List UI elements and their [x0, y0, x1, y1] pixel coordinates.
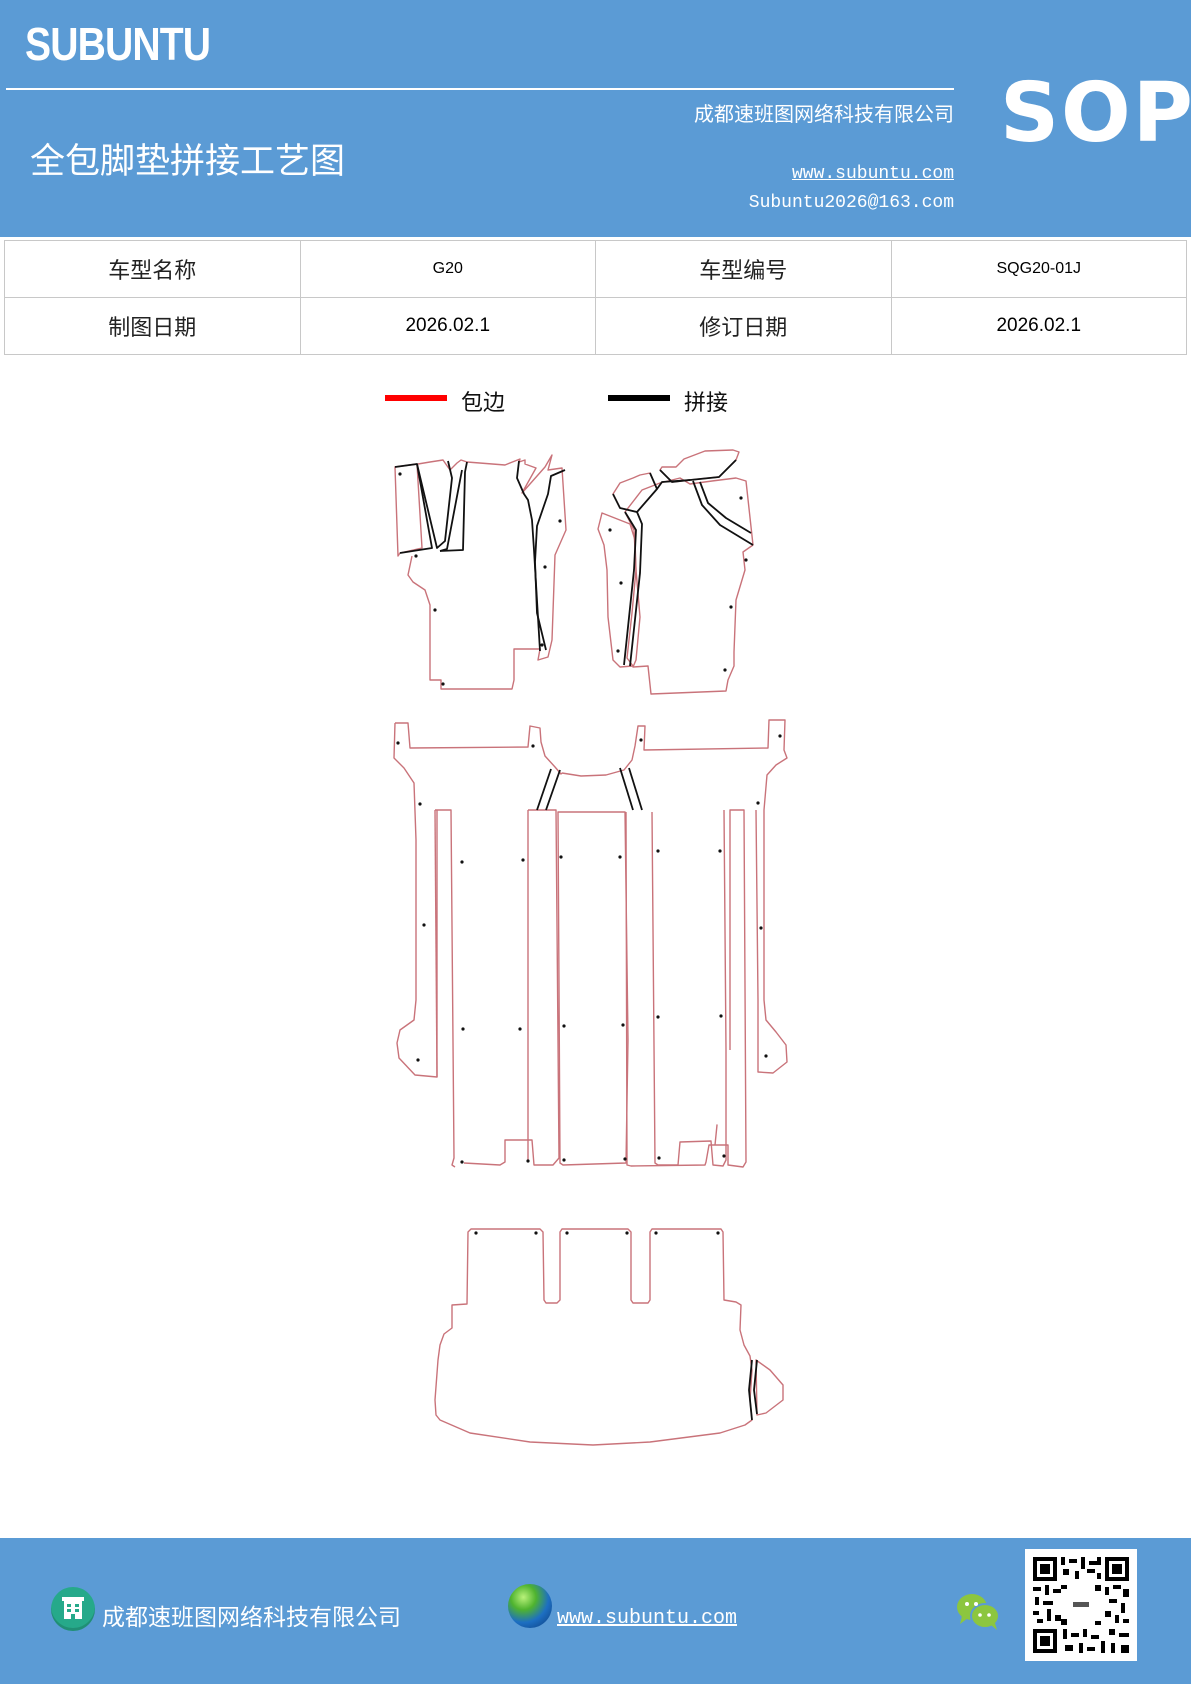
- front-left-splice: [394, 460, 566, 652]
- qr-code[interactable]: [1025, 1549, 1137, 1661]
- front-right-mat: [597, 449, 754, 695]
- building-icon: [51, 1587, 95, 1631]
- legend: 包边 拼接: [0, 385, 1191, 425]
- sop-badge: SOP: [1000, 66, 1191, 161]
- footer-company-name: 成都速班图网络科技有限公司: [102, 1605, 401, 1631]
- header-divider: [6, 88, 954, 90]
- wechat-icon: [955, 1592, 1001, 1632]
- second-row-left-side-mat: [393, 722, 563, 1168]
- vehicle-info-table: 车型名称 G20 车型编号 SQG20-01J 制图日期 2026.02.1 修…: [4, 240, 1187, 355]
- trunk-splice: [748, 1359, 758, 1421]
- fastener-dots: [396, 472, 782, 1235]
- mat-splicing-diagram: [393, 449, 788, 1446]
- brand-logo: SUBUNTU: [25, 18, 211, 70]
- legend-item-binding: 包边: [385, 385, 505, 417]
- front-right-splice: [612, 459, 754, 667]
- table-row: 制图日期 2026.02.1 修订日期 2026.02.1: [4, 297, 1187, 355]
- revision-date-label: 修订日期: [595, 297, 892, 355]
- model-code-value: SQG20-01J: [890, 240, 1187, 298]
- second-row-splice: [536, 767, 643, 811]
- company-name: 成都速班图网络科技有限公司: [694, 102, 954, 126]
- model-name-value: G20: [299, 240, 596, 298]
- footer-website-link[interactable]: www.subuntu.com: [557, 1607, 738, 1630]
- website-link[interactable]: www.subuntu.com: [791, 164, 954, 184]
- legend-item-splice: 拼接: [608, 385, 728, 417]
- front-left-mat: [394, 454, 567, 690]
- email-address: Subuntu2026@163.com: [748, 193, 954, 213]
- revision-date-value: 2026.02.1: [890, 297, 1187, 355]
- model-code-label: 车型编号: [595, 240, 892, 298]
- legend-label: 包边: [461, 391, 506, 416]
- second-row-center-runner: [557, 719, 788, 1168]
- trunk-mat: [434, 1228, 784, 1446]
- globe-icon: [508, 1584, 552, 1628]
- model-name-label: 车型名称: [4, 240, 301, 298]
- drawing-date-label: 制图日期: [4, 297, 301, 355]
- drawing-date-value: 2026.02.1: [299, 297, 596, 355]
- legend-label: 拼接: [684, 391, 729, 416]
- red-line-swatch: [385, 395, 447, 401]
- footer: 成都速班图网络科技有限公司 www.subuntu.com: [0, 1538, 1191, 1684]
- table-row: 车型名称 G20 车型编号 SQG20-01J: [4, 240, 1187, 298]
- black-line-swatch: [608, 395, 670, 401]
- header: SUBUNTU 全包脚垫拼接工艺图 成都速班图网络科技有限公司 www.subu…: [0, 0, 1191, 237]
- page-title: 全包脚垫拼接工艺图: [30, 142, 346, 182]
